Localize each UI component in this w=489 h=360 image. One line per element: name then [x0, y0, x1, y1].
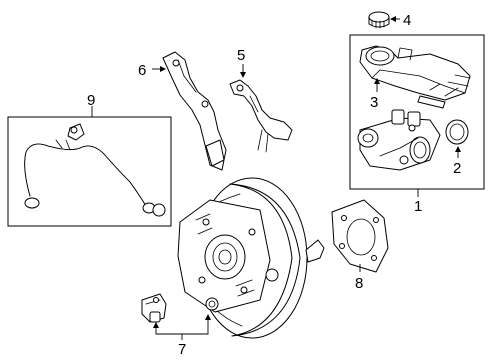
vacuum-booster-icon — [177, 177, 325, 339]
callout-7-label: 7 — [178, 341, 186, 358]
callout-5-arrowhead — [240, 72, 246, 78]
vacuum-hose-icon — [24, 123, 166, 217]
callout-8-label: 8 — [355, 275, 363, 292]
o-ring-seal-icon — [445, 119, 469, 145]
booster-gasket-icon — [331, 199, 389, 273]
callout-7-arrow-right — [205, 314, 211, 320]
master-cylinder-group-frame — [349, 34, 485, 190]
reservoir-cap-icon — [368, 11, 390, 29]
callout-6-label: 6 — [138, 62, 146, 79]
callout-7-leader — [155, 318, 209, 335]
callout-4-arrowhead — [390, 16, 396, 22]
callout-9-label: 9 — [87, 92, 95, 109]
callout-6-arrowhead — [160, 66, 166, 72]
callout-2-label: 2 — [453, 160, 461, 177]
callout-1-label: 1 — [414, 198, 422, 215]
booster-bracket-left-icon — [162, 51, 227, 171]
master-cylinder-icon — [357, 109, 441, 171]
callout-3-label: 3 — [370, 94, 378, 111]
vacuum-hose-group-frame — [7, 116, 172, 227]
callout-7-arrow-left — [153, 322, 159, 328]
callout-3-arrowhead — [374, 78, 380, 84]
master-cylinder-reservoir-icon — [359, 45, 471, 109]
callout-2-arrowhead — [455, 146, 461, 152]
callout-4-label: 4 — [403, 12, 411, 29]
booster-bracket-icon — [229, 79, 293, 153]
callout-5-label: 5 — [237, 47, 245, 64]
check-valve-icon — [141, 293, 167, 323]
